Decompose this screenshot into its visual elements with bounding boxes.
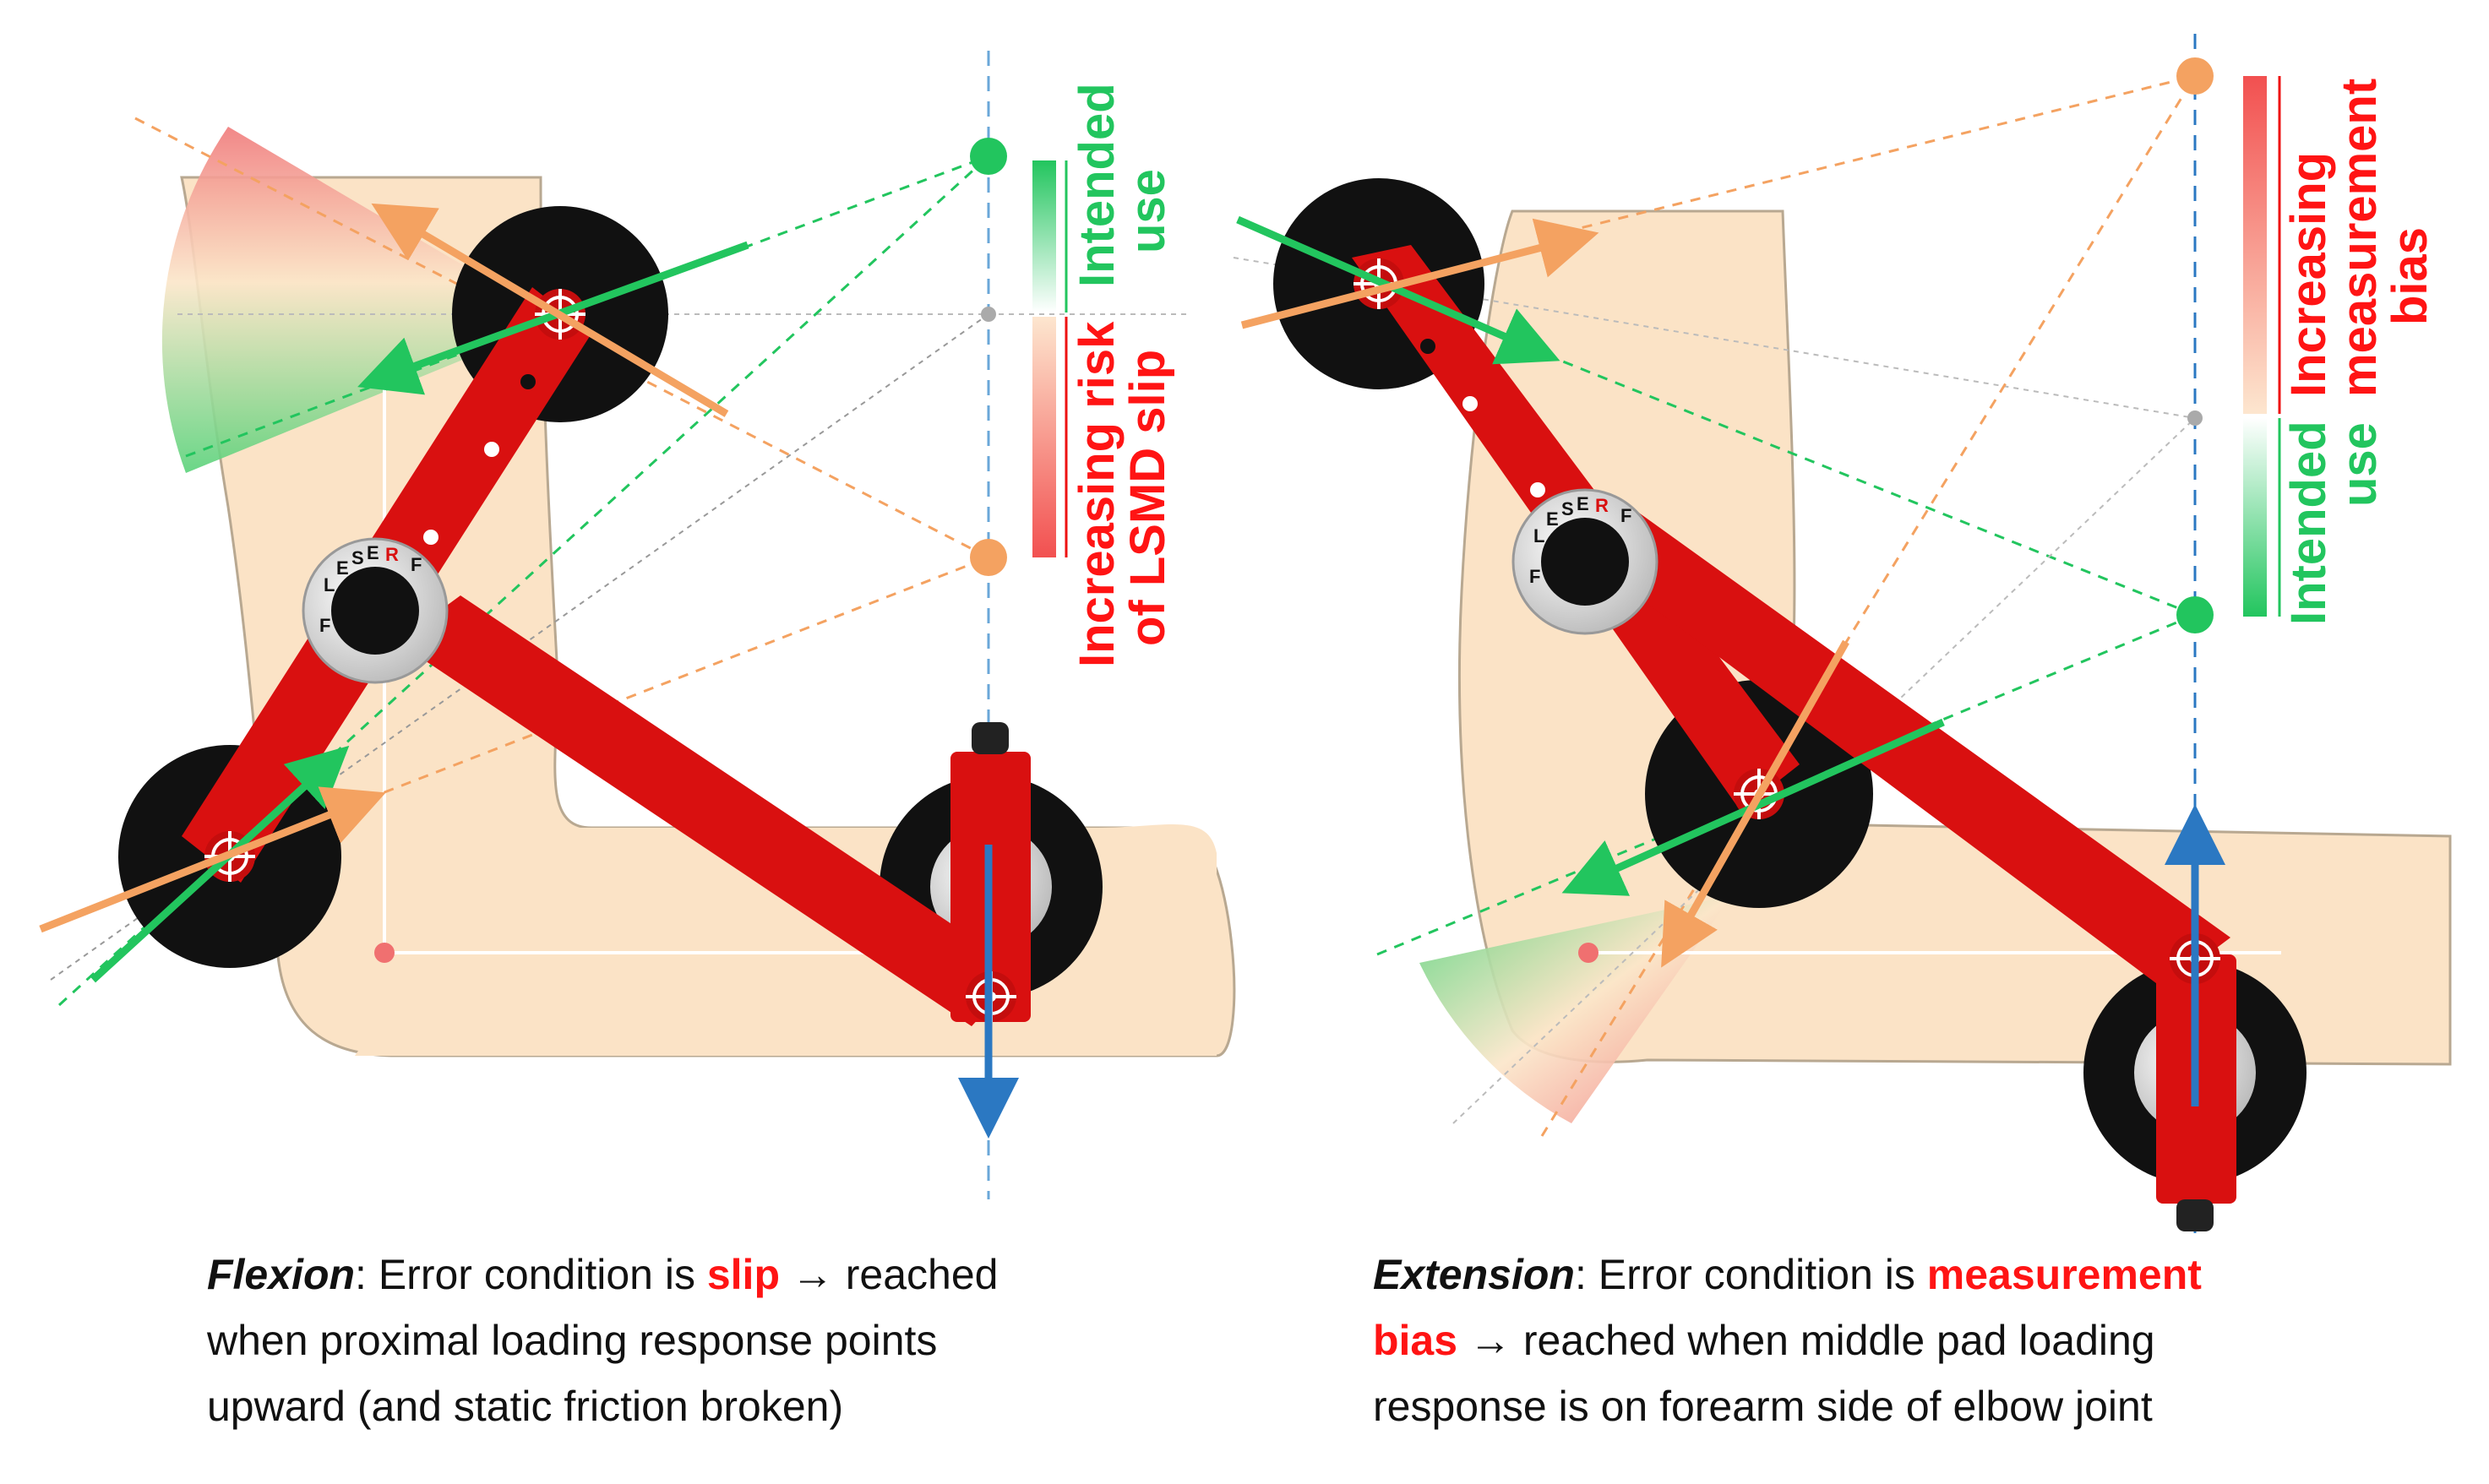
flexion-lead: : Error condition is: [355, 1251, 707, 1298]
right-elbow-point: [1578, 943, 1599, 963]
extension-caption-line2: bias → reached when middle pad loading: [1373, 1307, 2471, 1373]
flexion-caption-line3: upward (and static friction broken): [207, 1383, 844, 1430]
extension-term: Extension: [1373, 1251, 1575, 1298]
flexion-caption-line1: Flexion: Error condition is slip → reach…: [207, 1242, 1221, 1307]
right-orange-dashed-2: [1540, 75, 2197, 1137]
right-intended-scale-bar: [2243, 418, 2267, 617]
extension-arrow-rest: → reached when middle pad loading: [1457, 1317, 2155, 1364]
left-dial-letter-r: R: [385, 544, 399, 565]
left-forearm-bar: [397, 595, 1022, 1026]
extension-error-word: measurement: [1926, 1251, 2202, 1298]
left-elbow-point: [374, 943, 395, 963]
left-dial-letter-e: E: [336, 557, 349, 579]
left-label-intended-line1: Intended: [1070, 83, 1125, 287]
extension-error-word2: bias: [1373, 1317, 1458, 1364]
right-orange-force-arrow-proximal: [1240, 218, 1599, 329]
right-bar-hole-1: [1462, 396, 1478, 411]
left-green-focal-point: [970, 138, 1007, 175]
left-panel-flexion: L E S E R F F Intended use Increasing ri…: [39, 51, 1236, 1199]
right-green-dashed-1: [1545, 353, 2196, 617]
flexion-term: Flexion: [207, 1251, 356, 1298]
left-bar-hole-2: [423, 530, 438, 545]
right-label-bias-line3: bias: [2383, 227, 2437, 325]
left-dial-icon: L E S E R F F: [302, 537, 449, 684]
right-orange-dashed-1: [1545, 74, 2196, 238]
right-bias-scale-bar: [2243, 76, 2267, 414]
left-label-risk-line2: of LSMD slip: [1120, 350, 1175, 646]
extension-lead: : Error condition is: [1574, 1251, 1927, 1298]
right-dial-letter-s: S: [1561, 498, 1574, 519]
left-orange-force-arrow-distal: [39, 786, 386, 933]
left-clamp-knob: [972, 722, 1009, 754]
right-label-intended-line2: use: [2332, 422, 2387, 507]
right-label-bias-line2: measurement: [2332, 79, 2387, 397]
left-orange-dashed-1: [134, 117, 989, 559]
left-orange-focal-point: [970, 539, 1007, 576]
left-gradient-wedge: [161, 127, 558, 473]
right-label-bias-line1: Increasing: [2281, 152, 2336, 397]
left-intended-scale-bar: [1032, 160, 1056, 313]
left-dial-letter-e2: E: [367, 542, 379, 563]
right-green-focal-point: [2176, 596, 2214, 633]
right-clamp-knob: [2176, 1199, 2214, 1231]
left-green-force-arrow-distal: [90, 745, 350, 983]
right-label-intended-line1: Intended: [2281, 421, 2336, 625]
extension-caption-line3: response is on forearm side of elbow joi…: [1373, 1383, 2153, 1430]
right-dial-icon: L E S E R F F: [1511, 488, 1658, 635]
extension-caption-line1: Extension: Error condition is measuremen…: [1373, 1242, 2471, 1307]
left-dial-letter-s: S: [351, 547, 364, 568]
left-label-intended-line2: use: [1120, 169, 1175, 253]
right-orange-focal-point: [2176, 57, 2214, 95]
left-bar-hole-3: [520, 374, 536, 389]
right-grey-focal-point: [2187, 410, 2203, 426]
left-risk-scale-bar: [1032, 317, 1056, 557]
left-dial-letter-f2: F: [319, 615, 330, 636]
right-dial-letter-f: F: [1620, 505, 1631, 526]
left-orange-force-arrow-proximal: [371, 203, 729, 417]
right-dial-letter-e2: E: [1577, 493, 1589, 514]
left-bar-hole-1: [484, 442, 499, 457]
right-dial-letter-r: R: [1595, 495, 1609, 516]
right-orange-force-arrow-middle: [1661, 639, 1849, 968]
left-dial-letter-l: L: [324, 574, 335, 595]
flexion-caption: Flexion: Error condition is slip → reach…: [207, 1242, 1221, 1439]
left-grey-focal-point: [981, 307, 996, 322]
flexion-caption-line2: when proximal loading response points: [207, 1317, 938, 1364]
flexion-arrow: → reached: [780, 1251, 999, 1298]
flexion-error-word: slip: [706, 1251, 780, 1298]
right-bar-hole-2: [1530, 482, 1545, 497]
right-forearm-bar: [1563, 507, 2230, 988]
right-panel-extension: L E S E R F F Increasing measurement bia…: [1233, 34, 2452, 1233]
right-dial-letter-f2: F: [1529, 566, 1540, 587]
left-dial-letter-f: F: [411, 554, 422, 575]
left-label-risk-line1: Increasing risk: [1070, 321, 1125, 667]
right-green-force-arrow-middle: [1561, 718, 1945, 896]
right-dial-letter-e: E: [1546, 508, 1559, 530]
right-bar-hole-3: [1420, 339, 1435, 354]
right-dial-letter-l: L: [1533, 525, 1544, 546]
extension-caption: Extension: Error condition is measuremen…: [1373, 1242, 2471, 1439]
